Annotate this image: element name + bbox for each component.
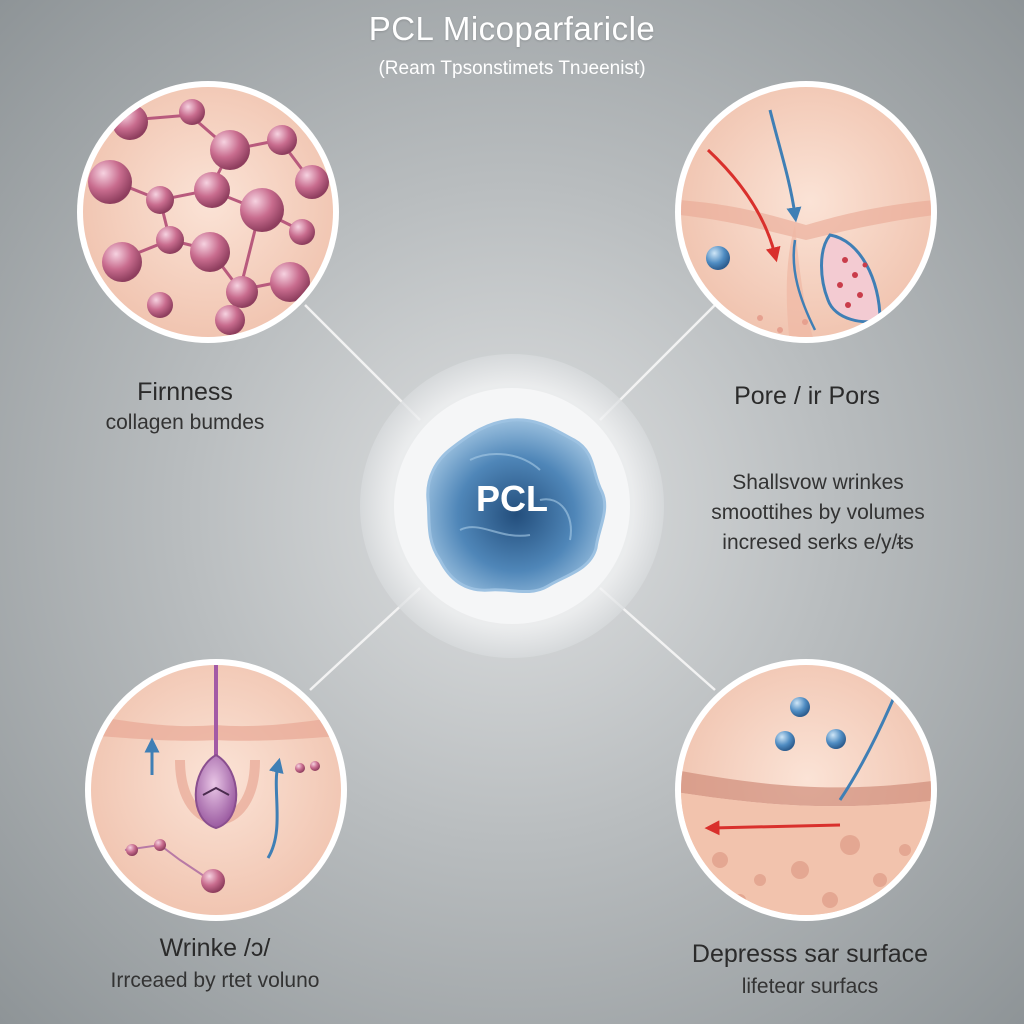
pores-title: Pore / ir Pors	[734, 382, 880, 410]
pcl-center-label: PCL	[476, 478, 548, 519]
surface-caption: lifeteɑr surfacs	[741, 975, 879, 998]
surface-title: Depresss sar surface	[691, 940, 929, 968]
firmness-caption: collagen bumdes	[105, 411, 265, 434]
pores-label: Pore / ir Pors	[672, 382, 942, 411]
wrinkle-title: Wrinke /ↄ/	[159, 934, 271, 962]
pores-line-1: Shallsvow wrinkes	[732, 471, 904, 494]
pores-description: Shallsvow wrinkes smoottihes by volumes …	[668, 468, 968, 558]
firmness-title: Firnness	[137, 378, 233, 406]
surface-panel-image	[675, 659, 937, 921]
pores-line-2: smoottihes by volumes	[711, 501, 925, 524]
pcl-particle	[360, 354, 664, 658]
wrinkle-panel-image	[85, 659, 347, 921]
wrinkle-label: Wrinke /ↄ/ Irrceaed by rtet voluno	[55, 934, 375, 993]
diagram-title: PCL Micoparfaricle	[368, 10, 656, 47]
firmness-label: Firnness collagen bumdes	[60, 378, 310, 435]
pores-panel-image	[675, 81, 937, 343]
diagram-subtitle: (Ream Tpsonstimets Tnᴊeenist)	[378, 58, 646, 79]
pores-line-3: incresed serks e/y/ᵵs	[722, 531, 914, 554]
surface-label: Depresss sar surface lifeteɑr surfacs	[660, 940, 960, 999]
wrinkle-caption: Irrceaed by rtet voluno	[110, 969, 320, 992]
firmness-panel-image	[77, 81, 339, 343]
